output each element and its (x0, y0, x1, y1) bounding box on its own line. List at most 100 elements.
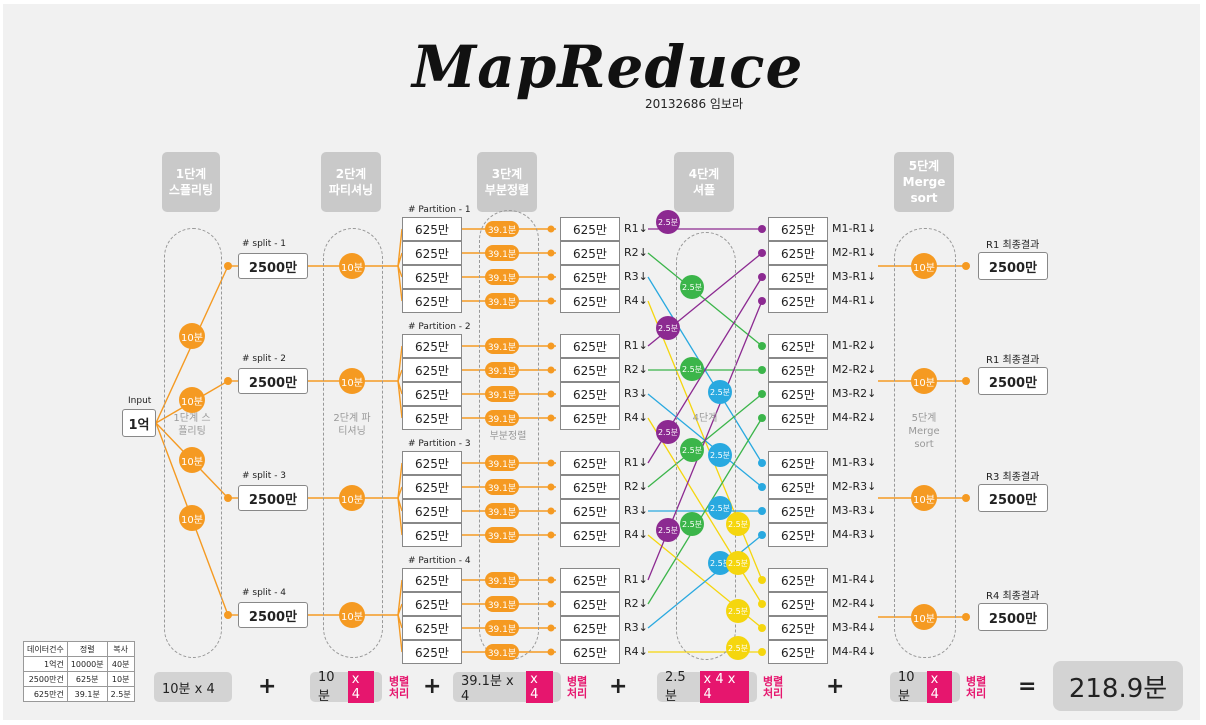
mapper-reducer-label: M1-R4↓ (832, 573, 877, 586)
sort-time-badge: 39.1분 (485, 503, 519, 519)
partition-ghost-label: 2단계 파티셔닝 (333, 413, 371, 437)
plus-sign: + (826, 674, 845, 699)
sorted-chunk-box: 625만 (560, 451, 620, 475)
sort-wire-dot (547, 249, 555, 257)
formula-term-2: 10분 x 4 (310, 670, 382, 704)
split-time-badge: 10분 (179, 505, 205, 531)
formula-term-3-multiplier: x 4 (526, 671, 553, 703)
sorted-chunk-box: 625만 (560, 592, 620, 616)
stage-3-line2: 부분정렬 (484, 183, 530, 197)
parallel-note-2-line1: 병렬 (567, 675, 588, 688)
merge-wire-dot (962, 262, 970, 270)
result-box: 2500만 (978, 252, 1048, 280)
table-row: 1억건 10000분 40분 (23, 656, 135, 672)
partition-fan (397, 614, 403, 653)
shuffle-time-badge: 2.5분 (680, 357, 704, 381)
reducer-key-label: R3↓ (624, 621, 648, 634)
merge-wire-dot (962, 494, 970, 502)
reducer-key-label: R4↓ (624, 294, 648, 307)
split-box: 2500만 (238, 602, 308, 628)
plus-sign: + (258, 674, 277, 699)
shuffled-chunk-box: 625만 (768, 592, 828, 616)
partition-chunk-box: 625만 (402, 523, 462, 547)
ref-cell: 39.1분 (66, 686, 108, 702)
result-box: 2500만 (978, 367, 1048, 395)
shuffle-end-dot (758, 648, 766, 656)
sorted-chunk-box: 625만 (560, 289, 620, 313)
stage-1-line2: 스플리팅 (168, 183, 214, 197)
total-time: 218.9분 (1053, 661, 1183, 711)
sort-time-badge: 39.1분 (485, 455, 519, 471)
mapper-reducer-label: M4-R3↓ (832, 528, 877, 541)
split-label: # split - 4 (242, 588, 287, 598)
stage-4-column (676, 232, 736, 660)
sort-wire-dot (547, 459, 555, 467)
mapper-reducer-label: M3-R2↓ (832, 387, 877, 400)
reducer-key-label: R2↓ (624, 480, 648, 493)
sort-time-badge: 39.1분 (485, 293, 519, 309)
parallel-note-3: 병렬 처리 (763, 676, 783, 700)
mapper-reducer-label: M2-R1↓ (832, 246, 877, 259)
ref-cell: 40분 (106, 656, 135, 672)
shuffle-time-badge: 2.5분 (656, 518, 680, 542)
equals-sign: = (1018, 674, 1037, 699)
ref-cell: 625분 (66, 671, 108, 687)
shuffled-chunk-box: 625만 (768, 241, 828, 265)
table-row: 625만건 39.1분 2.5분 (23, 686, 135, 702)
partition-fan (397, 603, 403, 616)
shuffle-end-dot (758, 390, 766, 398)
stage-4-line2: 셔플 (692, 183, 716, 197)
mapper-reducer-label: M3-R3↓ (832, 504, 877, 517)
sort-time-badge: 39.1분 (485, 596, 519, 612)
shuffle-end-dot (758, 249, 766, 257)
parallel-note-4-line1: 병렬 (966, 675, 987, 688)
sort-wire-dot (547, 225, 555, 233)
input-label: Input (128, 396, 152, 406)
reducer-key-label: R1↓ (624, 339, 648, 352)
sort-time-badge: 39.1분 (485, 527, 519, 543)
split-label: # split - 3 (242, 471, 287, 481)
split-time-badge: 10분 (179, 447, 205, 473)
mapper-reducer-label: M4-R2↓ (832, 411, 877, 424)
sort-time-badge: 39.1분 (485, 572, 519, 588)
formula-term-4-text: 2.5분 (665, 670, 686, 704)
stage-3-header: 3단계 부분정렬 (477, 152, 537, 212)
table-row: 2500만건 625분 10분 (23, 671, 135, 687)
shuffled-chunk-box: 625만 (768, 289, 828, 313)
shuffle-time-badge: 2.5분 (708, 443, 732, 467)
stage-1-line1: 1단계 (175, 167, 207, 181)
result-box: 2500만 (978, 603, 1048, 631)
merge-wire-dot (962, 613, 970, 621)
parallel-note-1-line1: 병렬 (389, 675, 410, 688)
shuffle-time-badge: 2.5분 (680, 275, 704, 299)
sort-time-badge: 39.1분 (485, 410, 519, 426)
partition-chunk-box: 625만 (402, 406, 462, 430)
stage-5-header: 5단계 Merge sort (894, 152, 954, 212)
reducer-key-label: R4↓ (624, 411, 648, 424)
partition-chunk-box: 625만 (402, 568, 462, 592)
sorted-chunk-box: 625만 (560, 217, 620, 241)
shuffle-end-dot (758, 225, 766, 233)
parallel-note-2: 병렬 처리 (567, 676, 587, 700)
sort-wire-dot (547, 648, 555, 656)
sort-time-badge: 39.1분 (485, 245, 519, 261)
mapper-reducer-label: M3-R1↓ (832, 270, 877, 283)
shuffle-end-dot (758, 459, 766, 467)
split-box: 2500만 (238, 368, 308, 394)
sort-time-badge: 39.1분 (485, 479, 519, 495)
partition-chunk-box: 625만 (402, 358, 462, 382)
partition-label: # Partition - 3 (408, 439, 471, 449)
partition-chunk-box: 625만 (402, 241, 462, 265)
sorted-chunk-box: 625만 (560, 640, 620, 664)
partition-chunk-box: 625만 (402, 451, 462, 475)
reducer-key-label: R1↓ (624, 573, 648, 586)
shuffle-time-badge: 2.5분 (708, 380, 732, 404)
formula-term-4: 2.5분 x 4 x 4 (657, 670, 757, 704)
ref-header-cell: 데이터건수 (23, 641, 68, 657)
shuffled-chunk-box: 625만 (768, 568, 828, 592)
merge-time-badge: 10분 (911, 485, 937, 511)
split-label: # split - 2 (242, 354, 287, 364)
formula-term-5-text: 10분 (898, 670, 915, 704)
merge-time-badge: 10분 (911, 368, 937, 394)
formula-term-1-text: 10분 x 4 (162, 681, 215, 697)
